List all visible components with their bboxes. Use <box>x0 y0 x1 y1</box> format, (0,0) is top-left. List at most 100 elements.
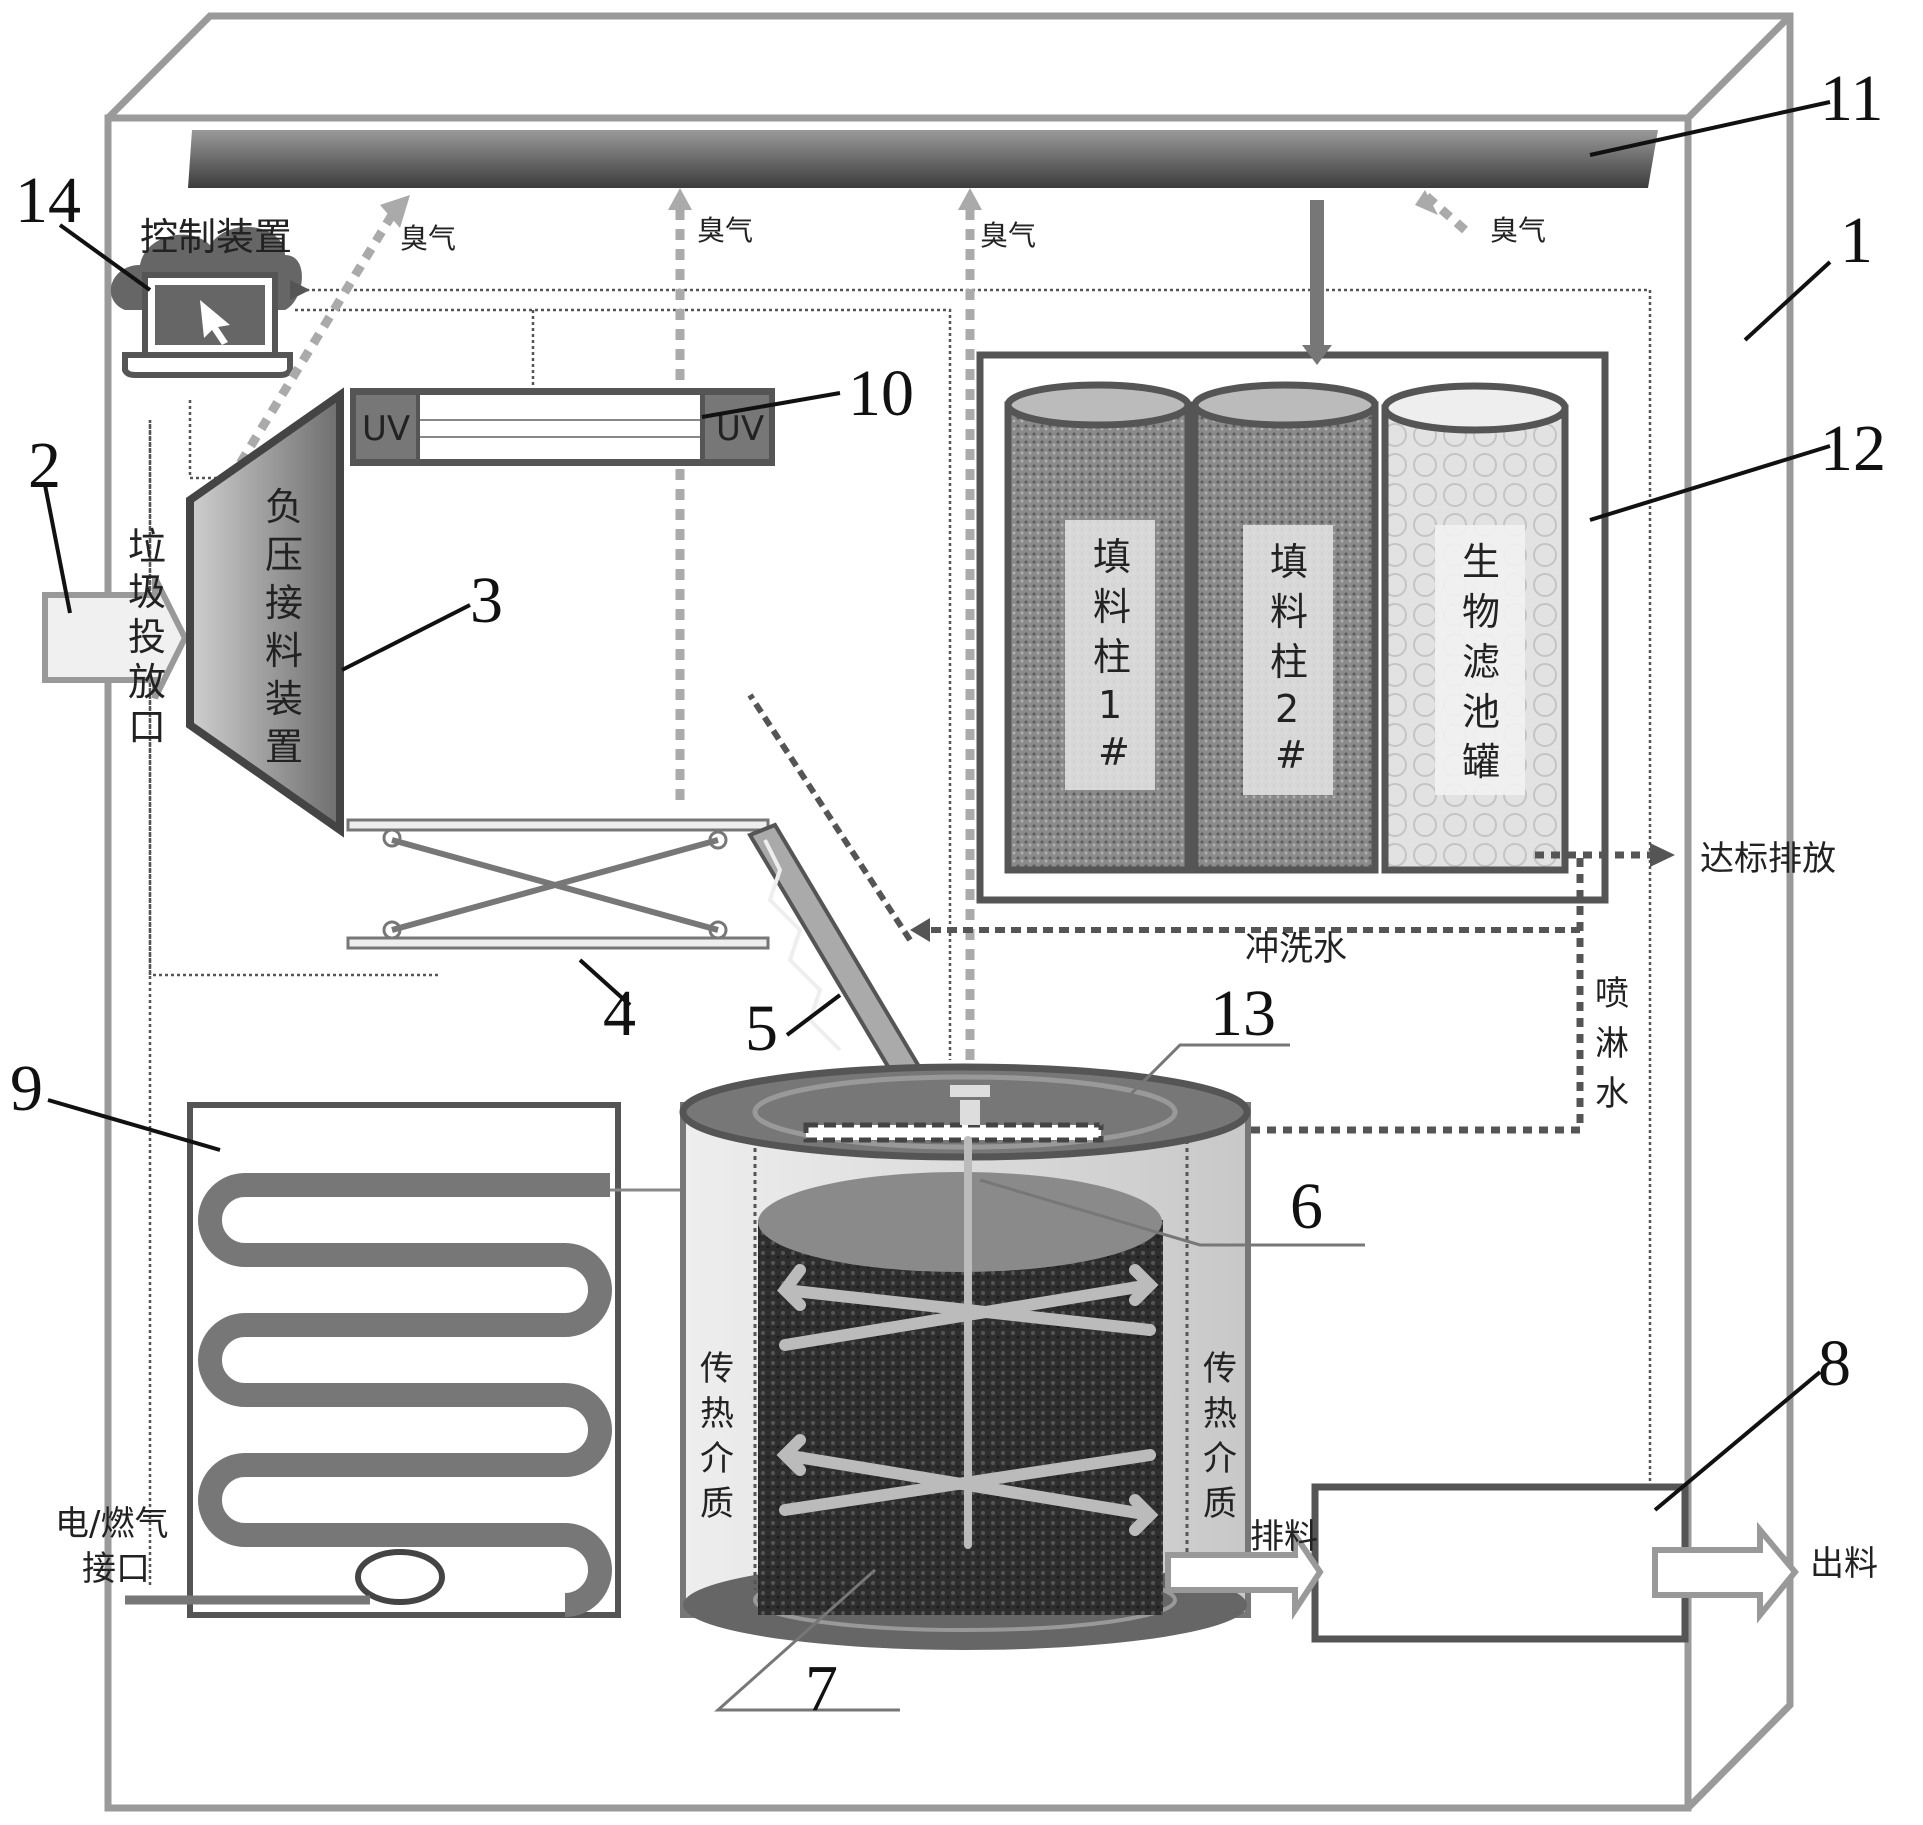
control-device[interactable] <box>110 226 302 378</box>
uv-label-left: UV <box>362 409 410 449</box>
svg-text:传: 传 <box>1203 1349 1237 1389</box>
component-numbers: 11 1 12 10 3 2 14 4 5 13 6 7 8 9 <box>10 62 1886 1725</box>
signal-lines <box>148 280 1652 1585</box>
odor-arrowheads <box>380 188 1438 228</box>
svg-text:喷: 喷 <box>1595 974 1629 1014</box>
compliant-discharge-label: 达标排放 <box>1700 839 1836 879</box>
heat-medium-label-right: 传 热 介 质 <box>1203 1349 1237 1524</box>
power-gas-label-1: 电/燃气 <box>55 1504 168 1544</box>
odor-flow <box>226 191 1468 1080</box>
agitator <box>776 1136 1159 1549</box>
output-arrow[interactable] <box>1652 1521 1799 1624</box>
odor-label-4: 臭气 <box>1490 214 1546 247</box>
number-6: 6 <box>1290 1170 1323 1243</box>
leader-lines-thin <box>714 1043 1365 1712</box>
svg-text:水: 水 <box>1595 1074 1629 1114</box>
svg-text:口: 口 <box>128 705 166 749</box>
svg-text:放: 放 <box>128 660 166 704</box>
svg-text:池: 池 <box>1462 690 1500 734</box>
svg-text:#: # <box>1098 730 1130 774</box>
compliant-discharge-flow <box>1535 843 1675 867</box>
uv-lamp: UV UV <box>350 388 775 466</box>
gas-collection-hood <box>188 130 1658 188</box>
output-label: 出料 <box>1810 1544 1878 1584</box>
number-3: 3 <box>470 564 503 637</box>
svg-text:1: 1 <box>1098 683 1122 727</box>
spray-water-flow <box>1110 858 1584 1134</box>
laptop-base <box>122 352 293 378</box>
number-13: 13 <box>1210 977 1276 1050</box>
flush-water-label: 冲洗水 <box>1245 929 1347 969</box>
packed-column-2 <box>1191 381 1379 874</box>
number-4: 4 <box>603 977 636 1050</box>
svg-text:#: # <box>1275 733 1307 777</box>
number-8: 8 <box>1818 1327 1851 1400</box>
svg-text:柱: 柱 <box>1270 640 1308 684</box>
svg-text:质: 质 <box>1203 1484 1237 1524</box>
svg-text:填: 填 <box>1093 535 1131 579</box>
number-2: 2 <box>28 429 61 502</box>
deodorization-unit <box>976 351 1609 904</box>
svg-text:装: 装 <box>265 677 303 721</box>
svg-text:介: 介 <box>700 1439 734 1479</box>
uv-label-right: UV <box>716 409 764 449</box>
svg-text:物: 物 <box>1462 590 1500 634</box>
discharge-label: 排料 <box>1250 1517 1318 1557</box>
housing <box>104 12 1794 1812</box>
receiver-label: 负 压 接 料 装 置 <box>265 485 303 769</box>
packed-column-1 <box>1004 381 1192 874</box>
column-1-label: 填 料 柱 1 # <box>1093 535 1131 774</box>
svg-text:圾: 圾 <box>128 570 166 614</box>
svg-text:接: 接 <box>265 581 303 625</box>
svg-text:介: 介 <box>1203 1439 1237 1479</box>
svg-text:热: 热 <box>1203 1394 1237 1434</box>
burner-icon <box>355 1549 445 1605</box>
number-10: 10 <box>848 357 914 430</box>
svg-text:生: 生 <box>1462 540 1500 584</box>
svg-text:料: 料 <box>1270 590 1308 634</box>
odor-label-1: 臭气 <box>400 222 456 255</box>
biofilter-label: 生 物 滤 池 罐 <box>1462 540 1500 784</box>
heater <box>125 1102 725 1618</box>
number-1: 1 <box>1840 204 1873 277</box>
svg-text:柱: 柱 <box>1093 635 1131 679</box>
waste-inlet-label: 垃 圾 投 放 口 <box>128 525 166 749</box>
number-5: 5 <box>745 992 778 1065</box>
number-11: 11 <box>1820 62 1884 135</box>
svg-text:压: 压 <box>265 533 303 577</box>
waste-inlet[interactable] <box>42 576 189 700</box>
biofilter-tank <box>1381 382 1569 874</box>
number-7: 7 <box>805 1652 838 1725</box>
discharge-arrow <box>1165 1525 1324 1621</box>
flush-water-flow <box>747 693 1580 942</box>
number-14: 14 <box>15 164 81 237</box>
power-gas-label-2: 接口 <box>82 1549 150 1589</box>
svg-text:质: 质 <box>700 1484 734 1524</box>
svg-text:热: 热 <box>700 1394 734 1434</box>
column-2-label: 填 料 柱 2 # <box>1270 540 1308 777</box>
svg-text:料: 料 <box>265 629 303 673</box>
control-device-label: 控制装置 <box>140 215 292 259</box>
heat-medium-label-left: 传 热 介 质 <box>700 1349 734 1524</box>
number-9: 9 <box>10 1052 43 1125</box>
negative-pressure-receiver <box>186 387 344 838</box>
svg-text:置: 置 <box>265 725 303 769</box>
odor-label-2: 臭气 <box>697 214 753 247</box>
scissor-lift <box>346 818 770 950</box>
svg-text:淋: 淋 <box>1595 1024 1629 1064</box>
svg-text:料: 料 <box>1093 585 1131 629</box>
svg-text:罐: 罐 <box>1462 740 1500 784</box>
svg-text:投: 投 <box>128 615 166 659</box>
spray-water-label: 喷 淋 水 <box>1595 974 1629 1114</box>
leader-lines <box>43 100 1832 1512</box>
spray-unit <box>803 1085 1104 1143</box>
odor-label-3: 臭气 <box>980 219 1036 252</box>
discharge-unit <box>1311 1483 1689 1643</box>
cursor-icon <box>200 300 230 345</box>
svg-text:负: 负 <box>265 485 303 529</box>
svg-text:垃: 垃 <box>128 525 166 569</box>
svg-text:传: 传 <box>700 1349 734 1389</box>
svg-text:填: 填 <box>1270 540 1308 584</box>
number-12: 12 <box>1820 412 1886 485</box>
